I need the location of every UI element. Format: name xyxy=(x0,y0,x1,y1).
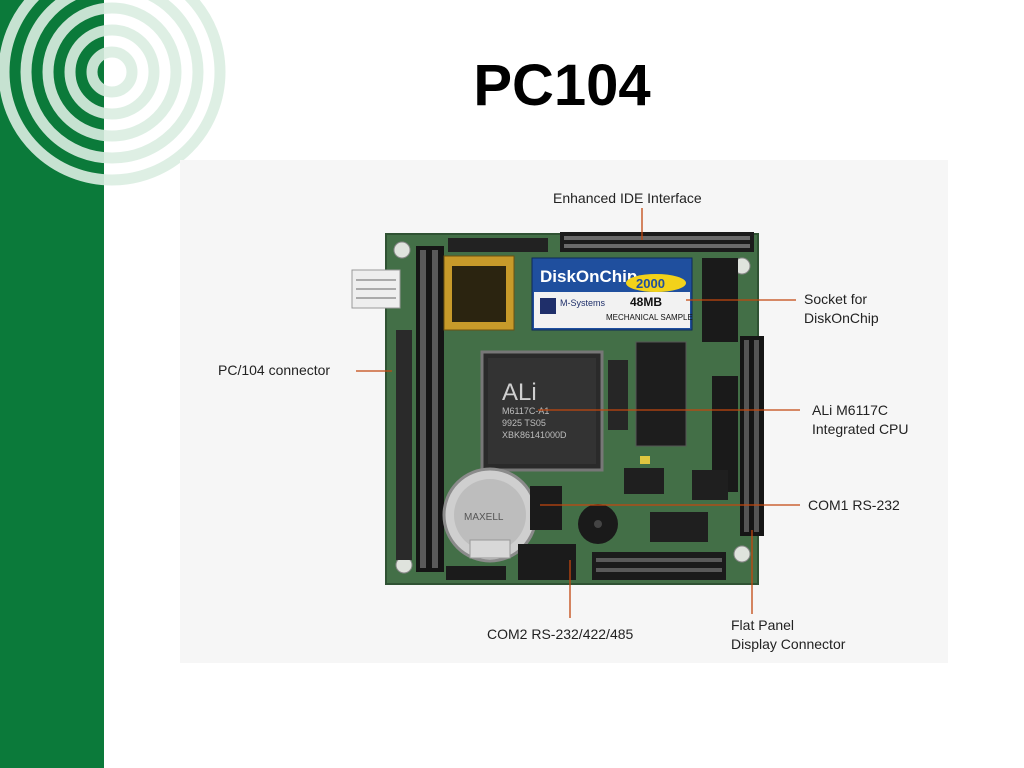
dram-chip xyxy=(635,341,687,447)
mount-hole-br xyxy=(733,545,751,563)
label-com2: COM2 RS-232/422/485 xyxy=(487,626,634,642)
cpu-line3: XBK86141000D xyxy=(502,430,567,440)
cpu-line2: 9925 TS05 xyxy=(502,418,546,428)
battery-text: MAXELL xyxy=(464,512,504,523)
leader-lines xyxy=(356,208,800,618)
cpu-line1: M6117C-A1 xyxy=(502,406,549,416)
capacity-text: 48MB xyxy=(630,295,662,309)
diskonchip-year: 2000 xyxy=(636,276,665,291)
mech-sample-text: MECHANICAL SAMPLE xyxy=(606,313,693,322)
slide-title: PC104 xyxy=(473,53,651,118)
label-flat-panel-line1: Flat Panel xyxy=(731,617,795,633)
label-socket-line1: Socket for xyxy=(804,291,868,307)
flat-panel-connector xyxy=(740,336,764,536)
bottom-header xyxy=(592,552,726,580)
cpu-brand-text: ALi xyxy=(502,379,537,406)
label-com1: COM1 RS-232 xyxy=(808,497,900,513)
fingerprint-swirl-decoration xyxy=(0,0,226,186)
label-pc104-connector: PC/104 connector xyxy=(218,362,331,378)
label-cpu-line1: ALi M6117C xyxy=(812,402,889,418)
label-cpu-line2: Integrated CPU xyxy=(812,421,909,437)
msystems-text: M-Systems xyxy=(560,298,606,308)
label-flat-panel-line2: Display Connector xyxy=(731,636,846,652)
com1-header xyxy=(530,486,562,530)
label-socket-line2: DiskOnChip xyxy=(804,310,879,326)
label-enhanced-ide: Enhanced IDE Interface xyxy=(553,190,702,206)
diskonchip-label: DiskOnChip xyxy=(540,267,637,286)
mount-hole-tl xyxy=(393,241,411,259)
ide-header xyxy=(560,232,754,252)
com2-header xyxy=(518,544,576,580)
